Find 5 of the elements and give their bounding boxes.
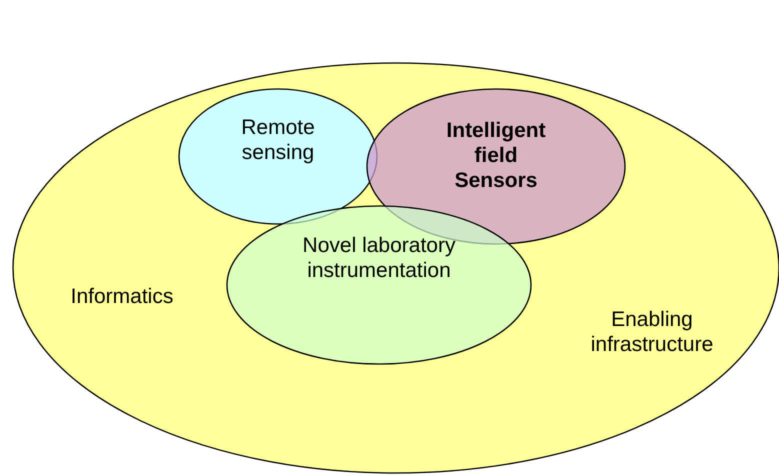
set-label: Remote sensing — [240, 115, 316, 165]
set-label: Intelligent field Sensors — [445, 118, 547, 193]
set-label: Enabling infrastructure — [590, 307, 714, 357]
set-label: Novel laboratory instrumentation — [302, 233, 456, 283]
set-label: Informatics — [70, 284, 174, 309]
